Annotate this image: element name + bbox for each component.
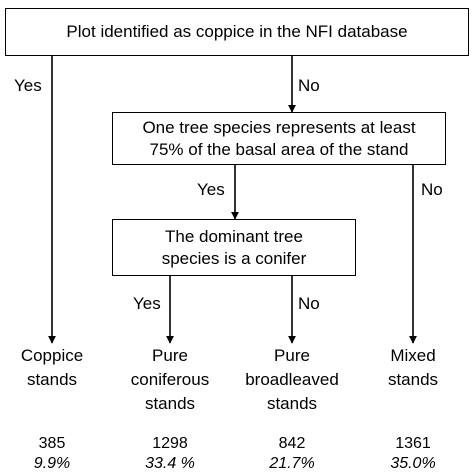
outcome-coppice-line-2: stands — [26, 370, 78, 389]
outcome-coppice-line-1: Coppice — [20, 346, 84, 365]
outcome-mixed: Mixed stands — [358, 344, 468, 392]
stat-mixed-percent: 35.0% — [390, 455, 436, 472]
decision-conifer-line-2: species is a conifer — [161, 248, 307, 268]
decision-conifer-line-1: The dominant tree — [165, 226, 303, 246]
stat-mixed-count: 1361 — [395, 435, 431, 452]
outcome-pure-coniferous-line-2: coniferous — [130, 370, 210, 389]
stat-pure-broadleaved-percent: 21.7% — [269, 455, 315, 472]
decision-basal-area-box: One tree species represents at least 75%… — [112, 112, 446, 165]
outcome-pure-broadleaved: Pure broadleaved stands — [237, 344, 347, 416]
edge-label-root-yes: Yes — [14, 76, 42, 95]
outcome-mixed-line-1: Mixed — [390, 346, 436, 365]
stat-pure-coniferous: 1298 33.4 % — [115, 434, 225, 474]
edge-label-conifer-no: No — [298, 294, 320, 313]
outcome-pure-broadleaved-line-1: Pure — [274, 346, 310, 365]
stat-pure-coniferous-percent: 33.4 % — [145, 455, 195, 472]
stat-mixed: 1361 35.0% — [358, 434, 468, 474]
edge-label-basal-no: No — [421, 180, 443, 199]
decision-root-box: Plot identified as coppice in the NFI da… — [5, 8, 469, 56]
stat-pure-broadleaved: 842 21.7% — [237, 434, 347, 474]
outcome-pure-coniferous: Pure coniferous stands — [115, 344, 225, 416]
stat-coppice-percent: 9.9% — [33, 455, 71, 472]
outcome-coppice: Coppice stands — [0, 344, 107, 392]
outcome-pure-coniferous-line-1: Pure — [152, 346, 188, 365]
edge-label-basal-yes: Yes — [197, 180, 225, 199]
outcome-pure-broadleaved-line-2: broadleaved — [245, 370, 339, 389]
stat-coppice-count: 385 — [38, 435, 66, 452]
outcome-pure-coniferous-line-3: stands — [144, 394, 196, 413]
edge-label-conifer-yes: Yes — [133, 294, 161, 313]
decision-conifer-box: The dominant tree species is a conifer — [112, 219, 356, 276]
decision-basal-area-line-1: One tree species represents at least — [142, 117, 416, 137]
stat-pure-coniferous-count: 1298 — [152, 435, 188, 452]
outcome-pure-broadleaved-line-3: stands — [266, 394, 318, 413]
decision-root-text: Plot identified as coppice in the NFI da… — [66, 22, 408, 41]
edge-label-root-no: No — [298, 76, 320, 95]
decision-basal-area-line-2: 75% of the basal area of the stand — [149, 139, 409, 159]
stat-coppice: 385 9.9% — [0, 434, 107, 474]
stat-pure-broadleaved-count: 842 — [278, 435, 306, 452]
outcome-mixed-line-2: stands — [387, 370, 439, 389]
